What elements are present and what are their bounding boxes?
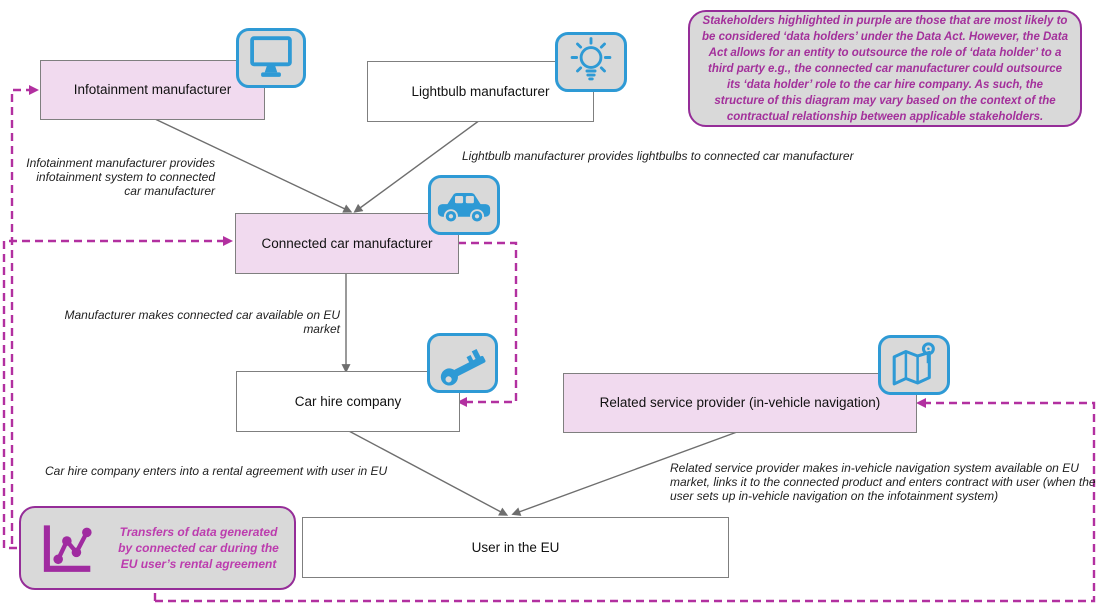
line-chart-icon <box>33 515 99 581</box>
data-holder-note: Stakeholders highlighted in purple are t… <box>688 10 1082 127</box>
note-text: Stakeholders highlighted in purple are t… <box>702 14 1068 123</box>
caption-carhire-to-user: Car hire company enters into a rental ag… <box>45 464 388 478</box>
data-transfer-legend: Transfers of data generated by connected… <box>19 506 296 590</box>
node-label: Related service provider (in-vehicle nav… <box>599 395 881 411</box>
node-label: Connected car manufacturer <box>261 235 433 251</box>
lightbulb-icon <box>555 32 627 92</box>
node-label: Infotainment manufacturer <box>73 82 232 98</box>
node-label: Lightbulb manufacturer <box>411 83 550 99</box>
car-icon <box>428 175 500 235</box>
caption-infotainment-to-ccm: Infotainment manufacturer provides infot… <box>26 156 215 199</box>
node-label: User in the EU <box>471 539 560 555</box>
data-transfer-to-ccm <box>2 236 233 550</box>
caption-ccm-to-market: Manufacturer makes connected car availab… <box>64 308 340 337</box>
monitor-icon <box>236 28 306 88</box>
caption-lightbulb-to-ccm: Lightbulb manufacturer provides lightbul… <box>462 149 854 163</box>
node-infotainment-manufacturer: Infotainment manufacturer <box>40 60 265 120</box>
node-related-service-provider: Related service provider (in-vehicle nav… <box>563 373 917 433</box>
map-icon <box>878 335 950 395</box>
node-user-in-eu: User in the EU <box>302 517 729 578</box>
caption-rsp-to-user: Related service provider makes in-vehicl… <box>670 461 1096 504</box>
legend-text: Transfers of data generated by connected… <box>118 524 279 572</box>
node-label: Car hire company <box>294 393 402 409</box>
node-connected-car-manufacturer: Connected car manufacturer <box>235 213 459 274</box>
key-icon <box>427 333 498 393</box>
